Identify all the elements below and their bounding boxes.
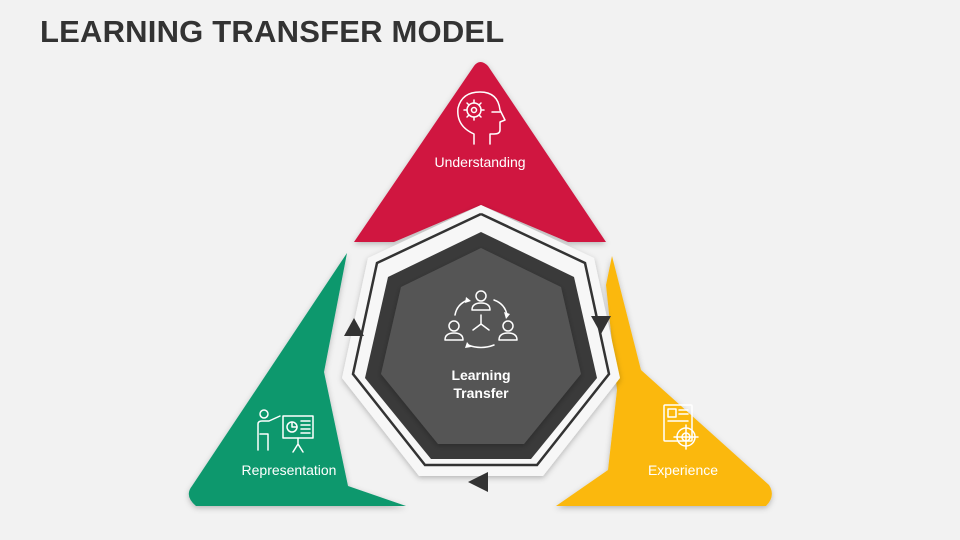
head-gear-icon (457, 91, 506, 145)
page-title: LEARNING TRANSFER MODEL (40, 14, 505, 49)
team-cycle-icon (444, 290, 518, 349)
segment-understanding-shape (354, 62, 606, 242)
segment-experience-shape (556, 256, 772, 506)
center-label-line2: Transfer (453, 385, 509, 401)
arrow-left (344, 318, 364, 336)
segment-label-representation: Representation (242, 462, 337, 478)
segment-representation (188, 253, 406, 506)
presenter-board-icon (257, 409, 314, 453)
cycle-arrows (344, 212, 611, 492)
arrow-right (591, 316, 611, 334)
target-document-icon (663, 404, 699, 450)
segment-experience (556, 256, 772, 506)
segment-understanding (354, 62, 606, 242)
center-label-line1: Learning (451, 367, 510, 383)
cycle-path (351, 212, 611, 467)
segment-representation-shape (188, 253, 406, 506)
segment-label-understanding: Understanding (434, 154, 525, 170)
segment-label-experience: Experience (648, 462, 718, 478)
center-heptagon (381, 248, 581, 444)
arrow-bottom (468, 472, 488, 492)
